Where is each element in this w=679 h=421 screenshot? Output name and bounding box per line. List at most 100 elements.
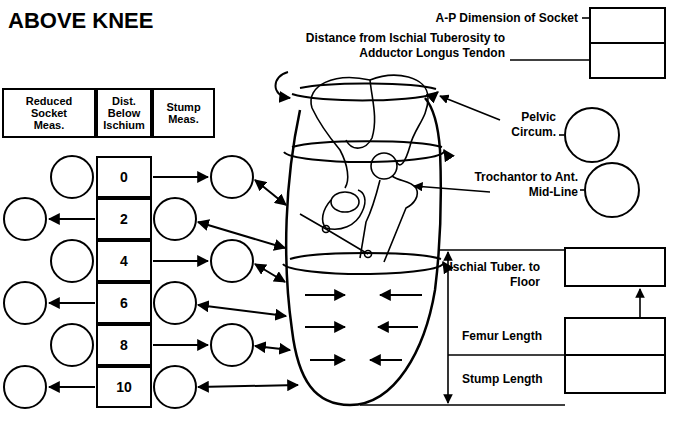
distance-cell: 0 — [96, 156, 152, 198]
circumference-arrow — [378, 326, 418, 328]
measure-circle — [211, 324, 253, 366]
circumference-arrow — [290, 253, 441, 259]
dimension-line — [440, 249, 565, 251]
measure-circle — [4, 366, 46, 408]
label-text: Trochantor to Ant. Mid-Line — [474, 170, 578, 199]
pelvis-bone — [300, 75, 428, 262]
distance-value: 6 — [120, 295, 128, 311]
circumference-label: Pelvic Circum. — [486, 110, 556, 140]
leader-line — [414, 186, 490, 192]
distance-value: 10 — [116, 379, 132, 395]
label-text: Femur Length — [462, 329, 542, 343]
measure-circle — [211, 240, 253, 282]
pelvis-bone — [312, 108, 348, 188]
header-text: Dist. Below Ischium — [100, 95, 148, 131]
label-text: Distance from Ischial Tuberosity to Addu… — [306, 31, 505, 60]
dimension-label: Trochantor to Ant. Mid-Line — [470, 170, 578, 200]
pelvis-bone — [360, 180, 380, 258]
arrow-line — [153, 176, 208, 178]
table-header: Dist. Below Ischium — [96, 88, 152, 138]
measure-circle — [51, 240, 93, 282]
leader-line — [582, 17, 589, 19]
circumference-arrow — [305, 294, 345, 296]
measure-box — [565, 355, 665, 393]
label-text: Stump Length — [462, 372, 543, 386]
dimension-line — [447, 252, 449, 403]
arrow-line — [255, 346, 290, 350]
distance-value: 4 — [120, 253, 128, 269]
table-header: Stump Meas. — [152, 88, 215, 138]
pelvis-bone — [384, 176, 417, 262]
arrow-line — [49, 386, 95, 388]
header-text: Stump Meas. — [156, 101, 211, 125]
measure-box — [565, 248, 665, 286]
leader-line — [559, 134, 564, 136]
measure-box — [565, 318, 665, 355]
label-text: Pelvic Circum. — [511, 110, 556, 139]
measure-circle — [565, 108, 619, 162]
measure-circle — [4, 198, 46, 240]
distance-value: 2 — [120, 211, 128, 227]
circumference-arrow — [284, 150, 444, 162]
arrow-line — [198, 222, 285, 248]
label-text: A-P Dimension of Socket — [436, 11, 578, 25]
dimension-label: Distance from Ischial Tuberosity to Addu… — [270, 31, 505, 61]
length-label: Stump Length — [462, 372, 558, 387]
measure-circle — [154, 282, 196, 324]
diagram-title: ABOVE KNEE — [8, 8, 153, 34]
table-header: Reduced Socket Meas. — [2, 88, 96, 138]
label-text: Ischial Tuber. to Floor — [450, 260, 540, 289]
leader-line — [580, 189, 584, 191]
pelvis-bone — [323, 226, 330, 233]
circumference-arrow — [292, 92, 438, 100]
pelvis-bone — [365, 251, 372, 258]
leader-line — [510, 59, 589, 61]
pelvis-bone — [300, 214, 368, 254]
leader-line — [440, 96, 500, 120]
circumference-arrow — [310, 359, 345, 361]
circumference-arrow — [276, 72, 291, 98]
circumference-arrow — [283, 262, 443, 274]
measure-circle — [585, 163, 639, 217]
arrow-line — [49, 302, 95, 304]
measure-box — [565, 8, 665, 393]
circumference-arrow — [292, 141, 442, 147]
arrow-line — [198, 385, 298, 387]
measure-circle — [51, 156, 93, 198]
dimension-label: A-P Dimension of Socket — [405, 11, 578, 26]
pelvis-bone — [346, 80, 375, 148]
dimension-label: Ischial Tuber. to Floor — [445, 260, 540, 290]
distance-value: 0 — [120, 169, 128, 185]
dimension-line — [639, 289, 641, 318]
distance-cell: 8 — [96, 324, 152, 366]
arrow-line — [49, 177, 298, 387]
circumference-arrow — [380, 294, 422, 296]
arrow-line — [153, 260, 208, 262]
circumference-arrow — [300, 83, 436, 89]
measure-circle — [154, 366, 196, 408]
dimension-line — [360, 404, 565, 406]
length-label: Femur Length — [462, 329, 558, 344]
measure-circle — [4, 108, 639, 408]
distance-cell: 4 — [96, 240, 152, 282]
circumference-arrow — [305, 326, 345, 328]
distance-cell: 10 — [96, 366, 152, 408]
arrow-line — [198, 305, 286, 316]
measure-circle — [154, 198, 196, 240]
arrow-line — [153, 344, 208, 346]
pelvis-bone — [371, 153, 397, 179]
distance-cell: 6 — [96, 282, 152, 324]
measure-circle — [51, 324, 93, 366]
dimension-line — [448, 354, 565, 356]
measure-box — [590, 8, 665, 43]
circumference-arrow — [370, 359, 402, 361]
measure-circle — [211, 156, 253, 198]
pelvis-bone — [311, 75, 428, 165]
arrow-line — [255, 180, 286, 205]
circumference-arrow — [276, 72, 445, 360]
header-text: Reduced Socket Meas. — [15, 95, 83, 131]
distance-value: 8 — [120, 337, 128, 353]
dimension-line — [360, 250, 640, 405]
arrow-line — [49, 218, 95, 220]
measure-box — [590, 43, 665, 78]
